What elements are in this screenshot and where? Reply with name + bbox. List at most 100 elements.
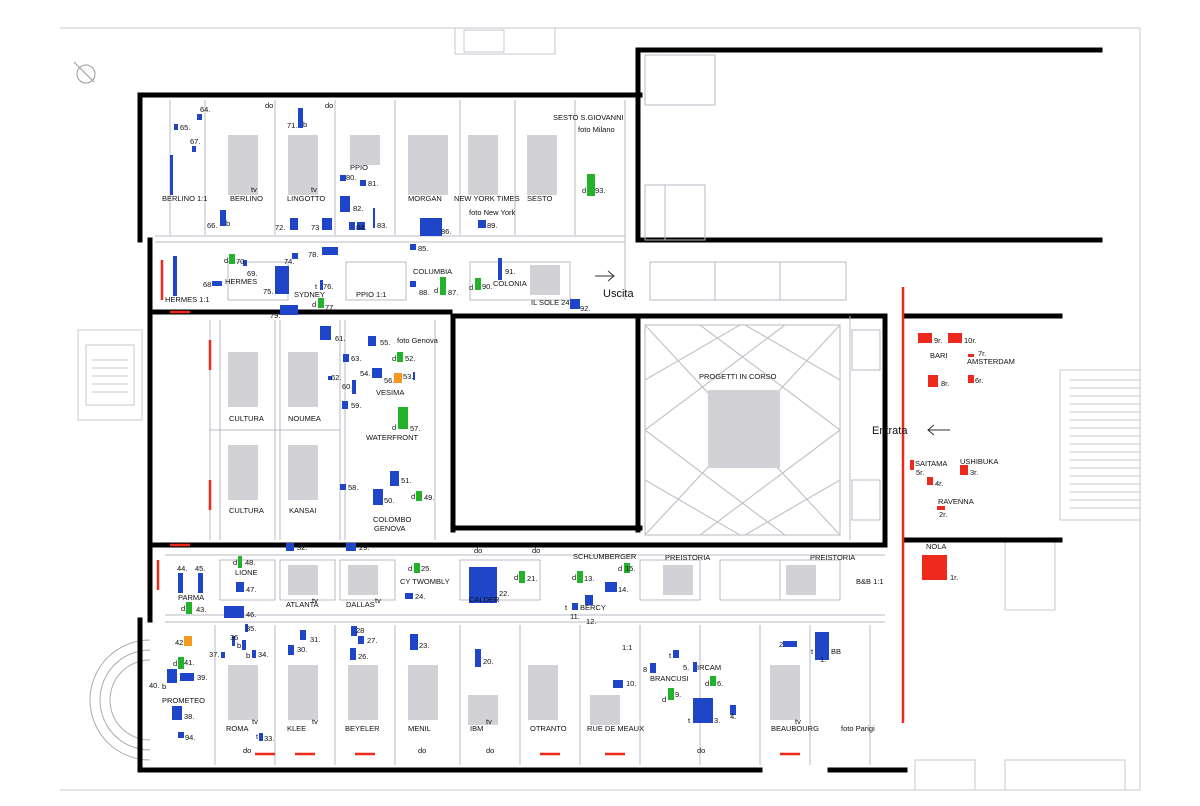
number-45: 45. [195, 564, 205, 573]
number-73: 73 [311, 223, 319, 232]
label-entrata: Entrata [872, 425, 908, 437]
number-47: 47. [246, 585, 256, 594]
tv-mark: tv [311, 185, 317, 194]
label-lione: LIONE [235, 568, 258, 577]
d-mark: d [408, 564, 412, 573]
do-mark: do [243, 746, 251, 755]
label-foto-genova: foto Genova [397, 336, 439, 345]
d-mark: d [411, 492, 415, 501]
label-calder: CALDER [469, 595, 500, 604]
b-mark: b [237, 641, 241, 650]
number-56: 56. [384, 376, 394, 385]
label-progetti-in-corso: PROGETTI IN CORSO [699, 372, 777, 381]
d-mark: d [662, 695, 666, 704]
label-foto-milano: foto Milano [578, 125, 615, 134]
label-colonia: COLONIA [493, 279, 527, 288]
label-vesima: VESIMA [376, 388, 404, 397]
red-markers [156, 260, 905, 756]
label-otranto: OTRANTO [530, 724, 567, 733]
number-26: 26. [358, 652, 368, 661]
label-berlino: BERLINO [230, 194, 263, 203]
number-75: 75. [263, 287, 273, 296]
label-dallas: DALLAS [346, 600, 375, 609]
number-30: 30. [297, 645, 307, 654]
number-83: 83. [377, 221, 387, 230]
label-ibm: IBM [470, 724, 483, 733]
number-2: 2 [779, 640, 783, 649]
number-37: 37. [209, 650, 219, 659]
number-9: 9. [675, 690, 681, 699]
label-preistoria-2: PREISTORIA [810, 553, 855, 562]
number-81: 81. [368, 179, 378, 188]
b-mark: b [303, 120, 307, 129]
courtyard-grid [644, 324, 841, 536]
tv-mark: tv [312, 596, 318, 605]
number-70: 70. [236, 257, 246, 266]
number-32: 32. [297, 543, 307, 552]
label-morgan: MORGAN [408, 194, 442, 203]
do-mark: do [486, 746, 494, 755]
label-sydney: SYDNEY [294, 290, 325, 299]
number-69: 69. [247, 269, 257, 278]
b-mark: b [246, 651, 250, 660]
number-8: 8 [643, 665, 647, 674]
label-noumea: NOUMEA [288, 414, 321, 423]
arrow-left-icon [927, 424, 950, 436]
number-14: 14. [618, 585, 628, 594]
b-mark: b [162, 682, 166, 691]
label-beyeler: BEYELER [345, 724, 380, 733]
label-rue-de-meaux: RUE DE MEAUX [587, 724, 644, 733]
label-preistoria-1: PREISTORIA [665, 553, 710, 562]
label-il-sole-24: IL SOLE 24 [531, 298, 570, 307]
d-mark: d [181, 604, 185, 613]
number-76: 76. [323, 282, 333, 291]
number-84: 84. [356, 223, 366, 232]
number-68: 68 [203, 280, 211, 289]
number-62: 62. [331, 373, 341, 382]
number-20: 20. [483, 657, 493, 666]
number-82: 82. [353, 204, 363, 213]
number-15: 15. [625, 564, 635, 573]
number-52: 52. [405, 354, 415, 363]
number-5: 5. [683, 663, 689, 672]
number-72: 72. [275, 223, 285, 232]
number-1: 1. [820, 655, 826, 664]
d-mark: d [392, 354, 396, 363]
number-94: 94. [185, 733, 195, 742]
number-78: 78. [308, 250, 318, 259]
green-exhibits [178, 174, 716, 700]
stairs [92, 359, 1140, 509]
label-amsterdam: AMSTERDAM [967, 357, 1015, 366]
number-87: 87. [448, 288, 458, 297]
tv-mark: tv [486, 717, 492, 726]
do-mark: do [532, 546, 540, 555]
d-mark: d [618, 564, 622, 573]
label-cultura-1: CULTURA [229, 414, 264, 423]
number-7r: 7r. [978, 349, 986, 358]
number-91: 91. [505, 267, 515, 276]
number-1r: 1r. [950, 573, 958, 582]
number-33: 33. [264, 734, 274, 743]
number-31: 31. [310, 635, 320, 644]
number-55: 55. [380, 338, 390, 347]
number-89: 89. [487, 221, 497, 230]
number-21: 21. [527, 574, 537, 583]
label-columbia: COLUMBIA [413, 267, 452, 276]
number-41: 41. [184, 658, 194, 667]
exterior-walls [137, 47, 1103, 773]
label-ircam: IRCAM [697, 663, 721, 672]
d-mark: d [173, 659, 177, 668]
d-mark: d [434, 286, 438, 295]
label-prometeo: PROMETEO [162, 696, 205, 705]
number-64: 64. [200, 105, 210, 114]
label-foto-new-york: foto New York [469, 208, 516, 217]
number-8r: 8r. [941, 379, 949, 388]
number-29: 29. [359, 543, 369, 552]
number-6r: 6r. [975, 376, 983, 385]
number-90: 90. [482, 282, 492, 291]
rotunda [89, 639, 151, 761]
t-mark: t [315, 282, 318, 291]
number-38: 38. [184, 712, 194, 721]
number-92: 92. [580, 304, 590, 313]
label-saitama: SAITAMA [915, 459, 947, 468]
